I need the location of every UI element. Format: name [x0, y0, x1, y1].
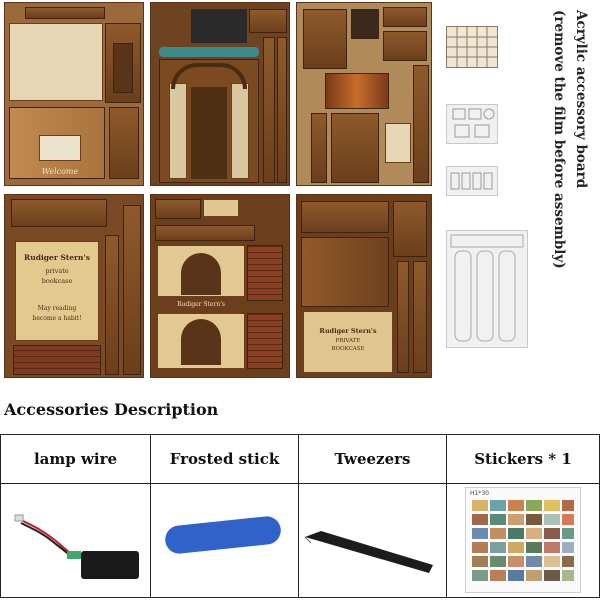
acrylic-caption-line1: Acrylic accessory board [573, 10, 589, 189]
lamp-wire-image [14, 514, 139, 579]
frosted-stick-image [165, 516, 281, 554]
nameplate-left-line3: bookcase [41, 277, 73, 285]
nameplate-left-line5: become a habit! [32, 315, 82, 322]
nameplate-right-line2: PRIVATE [335, 338, 361, 344]
acrylic-board-caption: Acrylic accessory board (remove the film… [546, 6, 596, 276]
welcome-text: Welcome [41, 167, 79, 176]
nameplate-left-line2: private [45, 267, 69, 275]
nameplate-right-line1: Rudiger Stern's [319, 327, 377, 335]
acrylic-caption-line2: (remove the film before assembly) [551, 10, 567, 269]
accessories-header-row [1, 435, 599, 484]
acrylic-shapes-piece [446, 104, 498, 144]
accessory-cell-stickers: Stickers * 1 H1*30 [447, 435, 599, 597]
accessory-cell-lamp-wire: lamp wire [1, 435, 151, 597]
section-title: Accessories Description [4, 400, 219, 419]
nameplate-right-line3: BOOKCASE [331, 346, 365, 352]
acrylic-strip-piece [446, 166, 498, 196]
wood-sheet-4: Rudiger Stern's private bookcase May rea… [4, 194, 144, 378]
accessory-label-frosted-stick: Frosted stick [169, 450, 280, 468]
wood-sheet-2 [150, 2, 290, 186]
accessory-label-stickers: Stickers * 1 [474, 450, 572, 468]
accessories-table: lamp wire Frosted stick Tweezers Sticker… [0, 434, 600, 598]
accessory-cell-tweezers: Tweezers [299, 435, 447, 597]
acrylic-grid-piece [446, 26, 498, 68]
wood-sheet-5: Rudiger Stern's [150, 194, 290, 378]
wood-sheet-3 [296, 2, 432, 186]
nameplate-mid-line1: Rudiger Stern's [177, 301, 225, 308]
accessory-label-tweezers: Tweezers [334, 450, 411, 468]
nameplate-left-line4: May reading [37, 305, 77, 312]
wood-sheet-1: Welcome [4, 2, 144, 186]
wood-sheet-6: Rudiger Stern's PRIVATE BOOKCASE [296, 194, 432, 378]
sticker-sheet-label: H1*30 [470, 490, 489, 497]
nameplate-left-line1: Rudiger Stern's [24, 253, 90, 262]
teal-trim [159, 47, 259, 57]
accessory-cell-frosted-stick: Frosted stick [151, 435, 299, 597]
sticker-sheet: H1*30 [465, 487, 581, 593]
acrylic-long-panel [446, 230, 528, 348]
tweezers-image [304, 531, 433, 573]
accessory-label-lamp-wire: lamp wire [33, 450, 118, 468]
